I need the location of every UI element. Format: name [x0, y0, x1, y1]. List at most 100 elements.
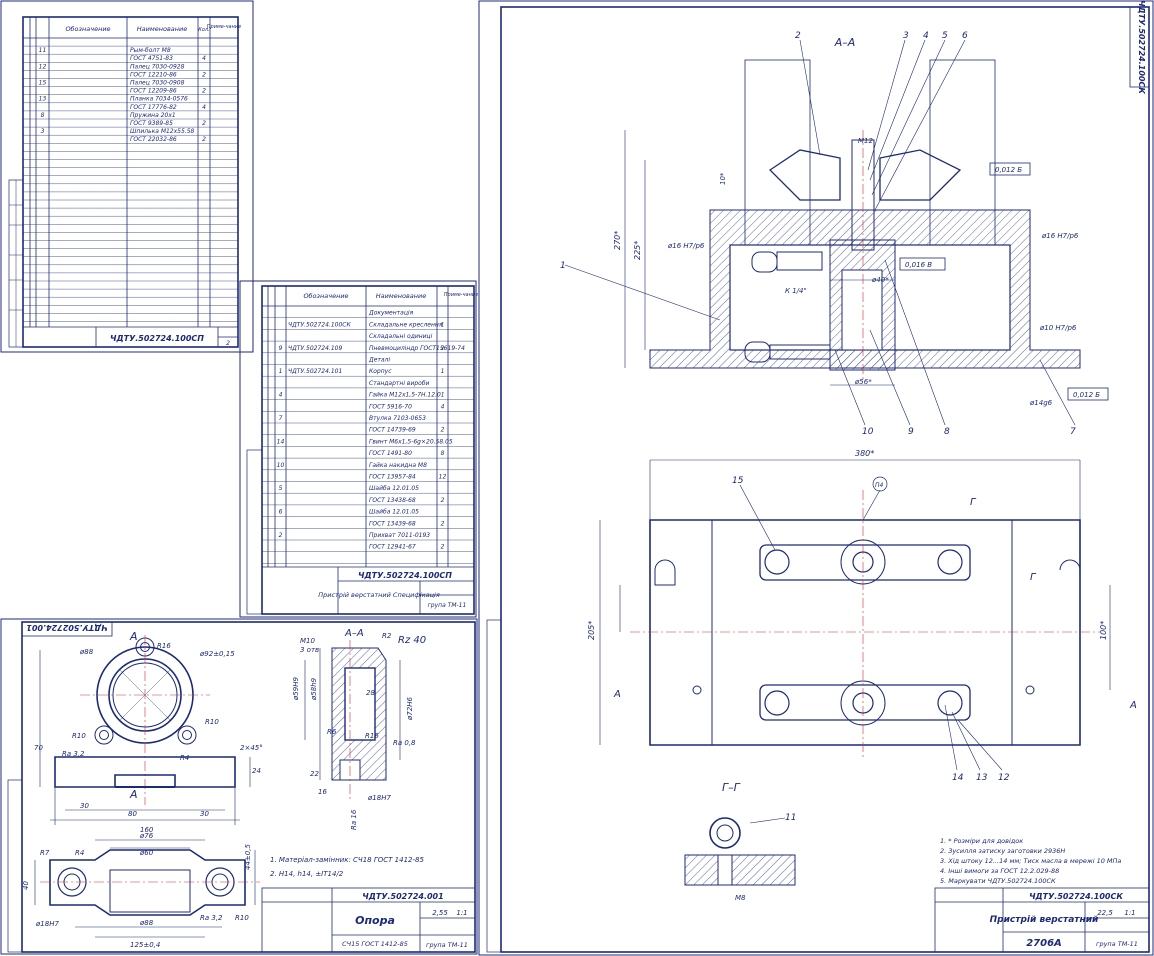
spec2-row-name: Пневмоциліндр ГОСТ15619-74 [369, 345, 465, 352]
svg-text:160: 160 [140, 826, 154, 834]
spec2-row-pos: 9 [279, 345, 283, 352]
spec1-header-name: Наименование [137, 25, 188, 33]
svg-text:70: 70 [34, 744, 43, 752]
spec1-row-name: ГОСТ 4751-83 [130, 55, 173, 62]
spec2-row-qty: 12 [439, 474, 447, 481]
part-material: СЧ15 ГОСТ 1412-85 [342, 940, 408, 948]
svg-text:15: 15 [732, 476, 744, 486]
spec1-row-name: Планка 7034-0576 [130, 96, 188, 103]
svg-text:4. Інші вимоги за ГОСТ 12.2.02: 4. Інші вимоги за ГОСТ 12.2.029-88 [940, 867, 1059, 875]
assembly-sheet-scale: 1:1 [1124, 909, 1135, 917]
assembly-stamp-vertical: ЧДТУ.502724.100СК [1137, 0, 1146, 94]
spec1-row-pos: 15 [39, 80, 47, 87]
spec1-row-qty: 2 [202, 120, 206, 127]
assembly-tol-1: 0,012 Б [995, 166, 1022, 174]
spec1-doc-code: ЧДТУ.502724.100СП [110, 334, 204, 343]
spec2-row-name: Складальні одиниці [369, 333, 433, 340]
spec2-row-name: ГОСТ 13439-68 [369, 520, 416, 527]
svg-text:4: 4 [923, 31, 929, 41]
svg-text:К 1/4": К 1/4" [785, 287, 807, 295]
svg-text:R4: R4 [75, 849, 84, 857]
spec1-row-pos: 8 [41, 112, 45, 119]
spec2-header-note: Приме-чание [444, 292, 478, 298]
svg-text:R7: R7 [40, 849, 50, 857]
svg-text:А: А [1129, 700, 1137, 711]
svg-text:8: 8 [944, 427, 950, 437]
svg-text:3. Хід штоку 12...14 мм; Тиск: 3. Хід штоку 12...14 мм; Тиск масла в ме… [940, 857, 1121, 865]
spec1-row-name: ГОСТ 22032-86 [130, 136, 177, 143]
spec2-row-name: Корпус [369, 368, 392, 375]
spec2-row-name: ГОСТ 5916-70 [369, 403, 412, 410]
svg-text:Ra 3,2: Ra 3,2 [200, 914, 223, 922]
spec1-row-name: Рым-болт М8 [130, 47, 171, 54]
part-section-label: А–А [344, 628, 364, 639]
svg-text:5. Маркувати ЧДТУ.502724.100СК: 5. Маркувати ЧДТУ.502724.100СК [940, 877, 1056, 885]
spec2-row-name: Гайка накидна М8 [369, 462, 427, 469]
part-scale: 1:1 [456, 909, 467, 917]
spec2-row-name: Стандартні вироби [369, 380, 430, 387]
svg-text:ø76: ø76 [139, 832, 154, 840]
svg-text:М12: М12 [858, 137, 873, 145]
svg-text:14: 14 [952, 773, 964, 783]
spec2-row-pos: 5 [279, 485, 283, 492]
part-title: Опора [355, 914, 395, 927]
svg-text:2. Зусилля затиску заготовки 2: 2. Зусилля затиску заготовки 2936Н [940, 847, 1065, 855]
part-roughness: Rz 40 [398, 635, 426, 646]
spec2-row-qty: 2 [441, 427, 445, 434]
spec1-row-name: Пружина 20х1 [130, 112, 176, 119]
svg-text:30: 30 [200, 810, 209, 818]
spec1-row-name: Палец 7030-0928 [130, 63, 185, 70]
svg-text:10*: 10* [719, 172, 727, 185]
svg-text:Г: Г [1030, 572, 1037, 583]
svg-text:1. * Розміри для довідок: 1. * Розміри для довідок [940, 837, 1023, 845]
spec1-row-name: ГОСТ 9389-85 [130, 120, 173, 127]
svg-text:16: 16 [318, 788, 327, 796]
spec2-header-designation: Обозначение [303, 292, 348, 300]
spec2-doc-code: ЧДТУ.502724.100СП [358, 571, 452, 580]
svg-text:6: 6 [962, 31, 968, 41]
svg-text:3 отв: 3 отв [300, 646, 319, 654]
spec2-row-qty: 8 [441, 450, 445, 457]
svg-text:80: 80 [128, 810, 137, 818]
spec1-row-qty: 2 [202, 88, 206, 95]
assembly-sheet: ЧДТУ.502724.100СК А–А 270* 225* М12 ø40* [478, 0, 1154, 956]
svg-text:ø58h9: ø58h9 [310, 677, 318, 701]
spec1-header-qty: Кол. [198, 27, 209, 33]
spec1-row-qty: 2 [202, 71, 206, 78]
spec2-row-name: Складальне креслення [369, 321, 443, 328]
spec2-row-name: Прихват 7011-0193 [369, 532, 430, 539]
spec-sheet-2: Обозначение Наименование Приме-чание Док… [239, 280, 478, 618]
svg-text:40: 40 [22, 881, 30, 890]
svg-text:R6: R6 [327, 728, 337, 736]
svg-text:ø56*: ø56* [854, 378, 872, 386]
part-note-1: 1. Матеріал-замінник: СЧ18 ГОСТ 1412-85 [270, 856, 424, 864]
svg-text:ø59Н9: ø59Н9 [292, 677, 300, 701]
svg-text:Г: Г [970, 497, 977, 508]
spec1-header-note: Приме-чание [207, 24, 241, 30]
svg-text:9: 9 [908, 427, 914, 437]
spec2-row-name: Документація [368, 310, 414, 317]
spec1-row-qty: 4 [202, 104, 206, 111]
svg-text:28: 28 [366, 689, 375, 697]
svg-text:ø16 Н7/p6: ø16 Н7/p6 [1041, 232, 1079, 240]
svg-text:М10: М10 [300, 637, 315, 645]
svg-text:24: 24 [252, 767, 261, 775]
svg-text:11: 11 [785, 813, 796, 823]
svg-text:13: 13 [976, 773, 988, 783]
svg-text:ø72Н6: ø72Н6 [406, 697, 414, 721]
spec2-row-pos: 14 [277, 438, 285, 445]
svg-text:ø18Н7: ø18Н7 [367, 794, 391, 802]
svg-text:ø92±0,15: ø92±0,15 [199, 650, 235, 658]
assembly-tol-3: 0,012 Б [1073, 391, 1100, 399]
assembly-title: Пристрій верстатний [990, 914, 1099, 925]
assembly-code: 2706А [1026, 938, 1062, 949]
spec1-row-qty: 4 [202, 55, 206, 62]
spec2-row-pos: 1 [279, 368, 283, 375]
spec1-row-name: Палец 7030-0908 [130, 80, 185, 87]
svg-text:R10: R10 [235, 914, 249, 922]
spec2-row-designation: ЧДТУ.502724.109 [288, 345, 342, 352]
part-sheet: ЧДТУ.502724.001 А А ø88 ø92±0,15 R16 R10… [0, 618, 478, 955]
svg-text:205*: 205* [587, 621, 596, 640]
spec2-row-qty: 4 [441, 403, 445, 410]
